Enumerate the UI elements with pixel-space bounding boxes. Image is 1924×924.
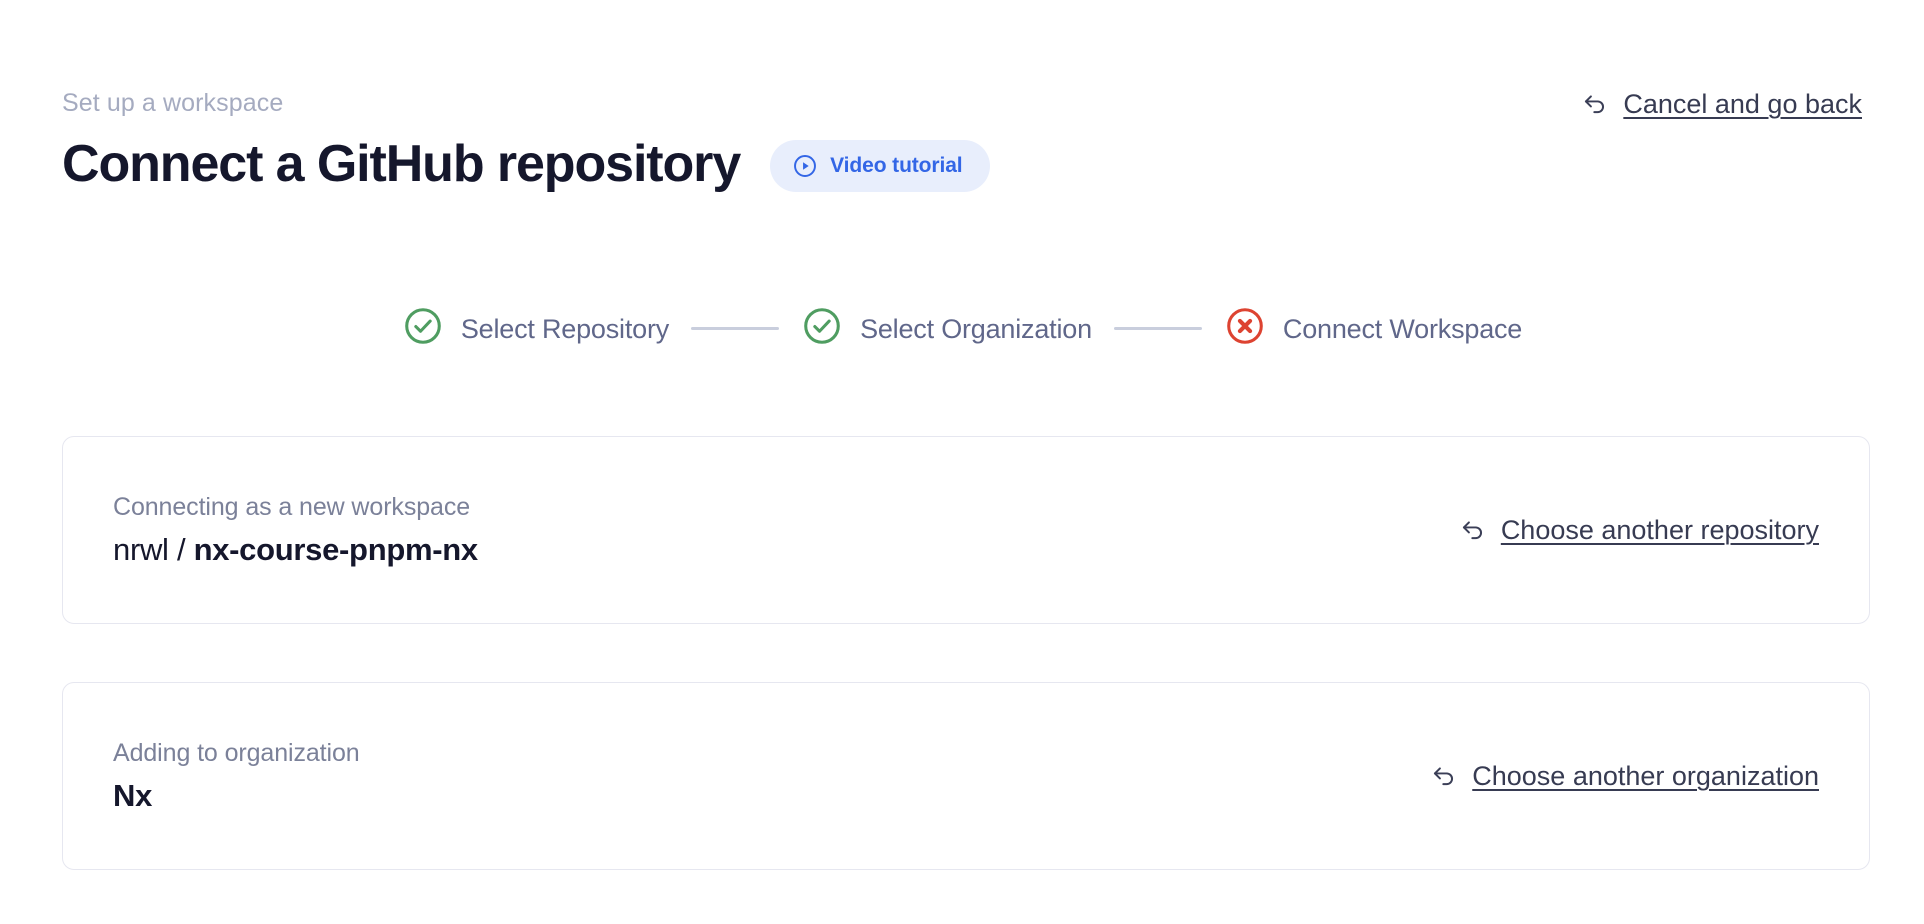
arrow-uturn-left-icon bbox=[1459, 516, 1487, 544]
page-header: Set up a workspace Connect a GitHub repo… bbox=[0, 0, 1924, 195]
organization-card: Adding to organization Nx Choose another… bbox=[62, 682, 1870, 870]
cancel-and-go-back-link[interactable]: Cancel and go back bbox=[1581, 88, 1862, 120]
organization-card-value: Nx bbox=[113, 778, 153, 813]
stepper-connector-2 bbox=[1113, 327, 1202, 330]
video-tutorial-label: Video tutorial bbox=[830, 154, 963, 177]
choose-another-repository-link[interactable]: Choose another repository bbox=[1459, 514, 1819, 546]
x-circle-icon bbox=[1224, 305, 1266, 352]
check-circle-icon bbox=[801, 305, 843, 352]
arrow-uturn-left-icon bbox=[1430, 762, 1458, 790]
video-tutorial-button[interactable]: Video tutorial bbox=[770, 140, 990, 192]
play-circle-icon bbox=[792, 153, 818, 179]
stepper-step-connect-workspace[interactable]: Connect Workspace bbox=[1224, 305, 1522, 352]
stepper-step-select-organization[interactable]: Select Organization bbox=[801, 305, 1092, 352]
organization-card-text: Adding to organization Nx bbox=[113, 738, 360, 814]
choose-another-organization-label: Choose another organization bbox=[1472, 761, 1819, 791]
choose-another-repository-label: Choose another repository bbox=[1500, 515, 1819, 545]
choose-another-organization-link[interactable]: Choose another organization bbox=[1430, 760, 1819, 792]
arrow-uturn-left-icon bbox=[1581, 90, 1609, 118]
repository-card: Connecting as a new workspace nrwl / nx-… bbox=[62, 436, 1870, 624]
page-eyebrow: Set up a workspace bbox=[62, 89, 284, 117]
repository-owner: nrwl / bbox=[113, 532, 194, 567]
stepper-connector-1 bbox=[691, 327, 780, 330]
title-row: Connect a GitHub repository Video tutori… bbox=[62, 133, 1862, 195]
repository-card-text: Connecting as a new workspace nrwl / nx-… bbox=[113, 492, 478, 568]
page-title: Connect a GitHub repository bbox=[62, 135, 741, 193]
organization-card-caption: Adding to organization bbox=[113, 739, 360, 767]
stepper-label-connect-workspace: Connect Workspace bbox=[1282, 313, 1523, 344]
repository-card-caption: Connecting as a new workspace bbox=[113, 493, 471, 521]
check-circle-icon bbox=[402, 305, 444, 352]
repository-name: nx-course-pnpm-nx bbox=[193, 532, 479, 567]
stepper-label-select-organization: Select Organization bbox=[860, 313, 1092, 344]
stepper-label-select-repository: Select Repository bbox=[460, 313, 670, 344]
stepper-step-select-repository[interactable]: Select Repository bbox=[402, 305, 669, 352]
repository-card-value: nrwl / nx-course-pnpm-nx bbox=[113, 531, 478, 568]
progress-stepper: Select Repository Select Organization Co… bbox=[0, 305, 1924, 352]
cancel-and-go-back-label: Cancel and go back bbox=[1623, 89, 1862, 119]
